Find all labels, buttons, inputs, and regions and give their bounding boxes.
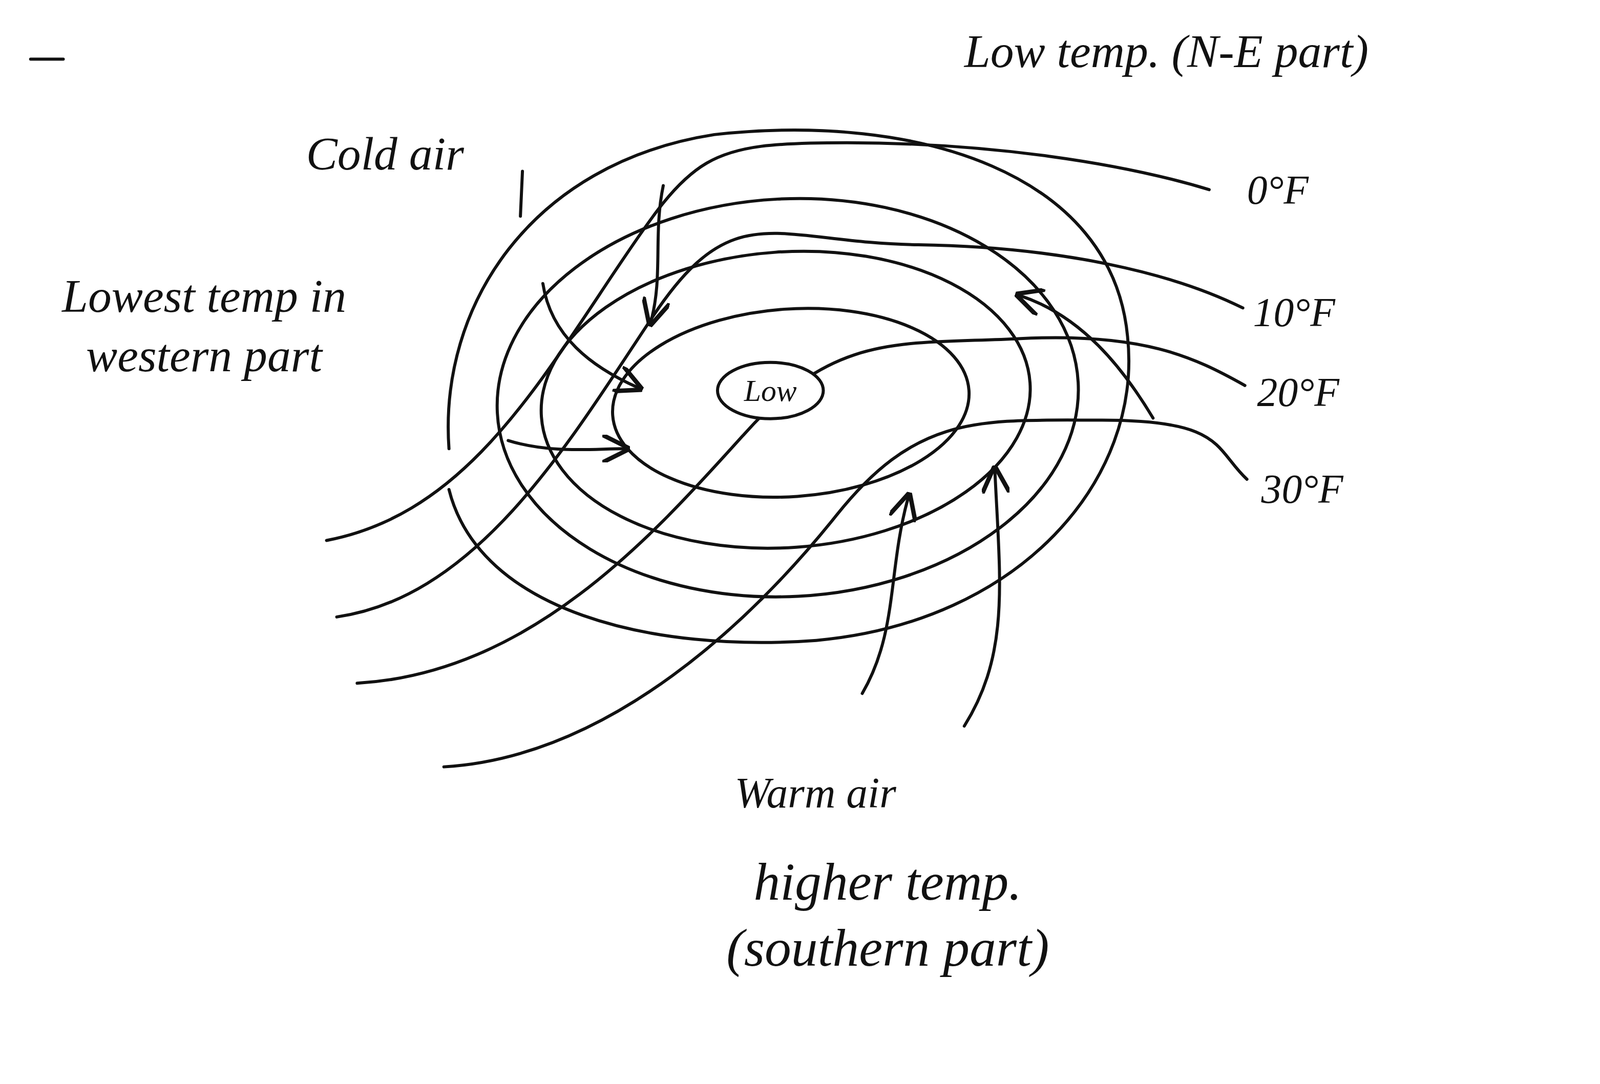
air-mass-label: Cold air xyxy=(306,124,465,184)
pressure-label: Low xyxy=(715,373,826,409)
warm-air-arrow xyxy=(862,497,909,694)
pressure-centre: Low xyxy=(715,360,826,421)
isobar xyxy=(605,297,976,510)
isotherm-value: 10°F xyxy=(1253,287,1336,340)
cold-air-arrow xyxy=(508,440,625,450)
dash-mark xyxy=(30,57,64,61)
isotherm xyxy=(336,233,1243,618)
isotherm xyxy=(356,337,1245,684)
warm-air-arrow xyxy=(964,471,1000,727)
leader-line xyxy=(520,171,523,217)
region-note: Lowest temp in western part xyxy=(5,267,404,385)
warm-air-arrow xyxy=(1020,296,1153,419)
cold-air-arrow xyxy=(650,185,664,322)
region-note: higher temp. (southern part) xyxy=(673,848,1103,982)
region-note: Low temp. (N-E part) xyxy=(964,22,1369,82)
cold-air-arrow xyxy=(542,283,638,388)
isotherm-value: 20°F xyxy=(1257,367,1340,419)
isobar xyxy=(448,130,1129,643)
isotherm xyxy=(444,419,1248,767)
isotherm xyxy=(326,142,1210,541)
isotherm-value: 30°F xyxy=(1261,464,1344,516)
isotherm-value: 0°F xyxy=(1247,165,1309,217)
air-mass-label: Warm air xyxy=(734,767,896,821)
